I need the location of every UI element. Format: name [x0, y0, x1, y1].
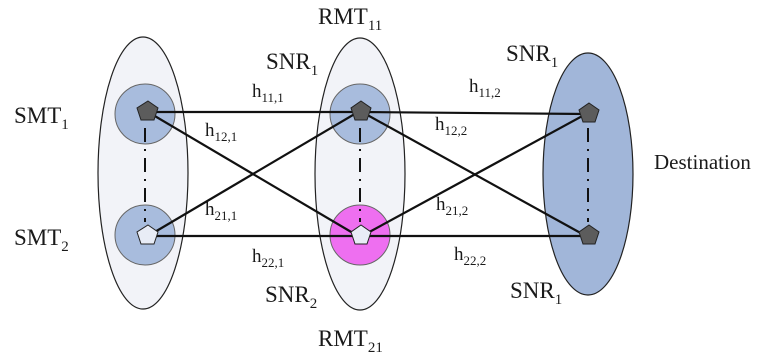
channel-label-h22-1: h22,1 — [252, 246, 284, 270]
destination-group-ellipse — [542, 52, 634, 296]
channel-label-h11-1: h11,1 — [252, 81, 284, 105]
smt1-label: SMT1 — [14, 103, 69, 133]
channel-label-h11-2: h11,2 — [469, 76, 501, 100]
snr1-relay-label: SNR1 — [266, 49, 318, 79]
channel-label-h12-2: h12,2 — [435, 114, 467, 138]
relay-group-ellipse — [314, 37, 406, 311]
channel-label-h12-1: h12,1 — [205, 120, 237, 144]
destination-label: Destination — [654, 150, 751, 174]
snr1-destination-top-label: SNR1 — [506, 41, 558, 71]
dest-bottom-pentagon-icon — [578, 224, 600, 245]
channel-label-h22-2: h22,2 — [454, 244, 486, 268]
source-group-ellipse — [97, 36, 189, 310]
rmt11-pentagon-icon — [350, 100, 372, 121]
channel-label-h21-1: h21,1 — [205, 199, 237, 223]
snr2-relay-label: SNR2 — [265, 282, 317, 312]
smt1-pentagon-icon — [136, 100, 159, 121]
rmt21-pentagon-icon — [350, 224, 372, 245]
rmt21-label: RMT21 — [318, 326, 383, 356]
link-h11-2 — [361, 110, 587, 116]
channel-links — [147, 110, 587, 238]
link-h21-1 — [147, 111, 359, 237]
link-h21-2 — [361, 113, 587, 237]
snr1-destination-bottom-label: SNR1 — [510, 278, 562, 308]
rmt11-label: RMT11 — [318, 4, 382, 34]
channel-label-h21-2: h21,2 — [436, 194, 468, 218]
dest-top-pentagon-icon — [578, 102, 600, 123]
smt2-pentagon-icon — [136, 224, 159, 245]
smt2-label: SMT2 — [14, 225, 69, 255]
